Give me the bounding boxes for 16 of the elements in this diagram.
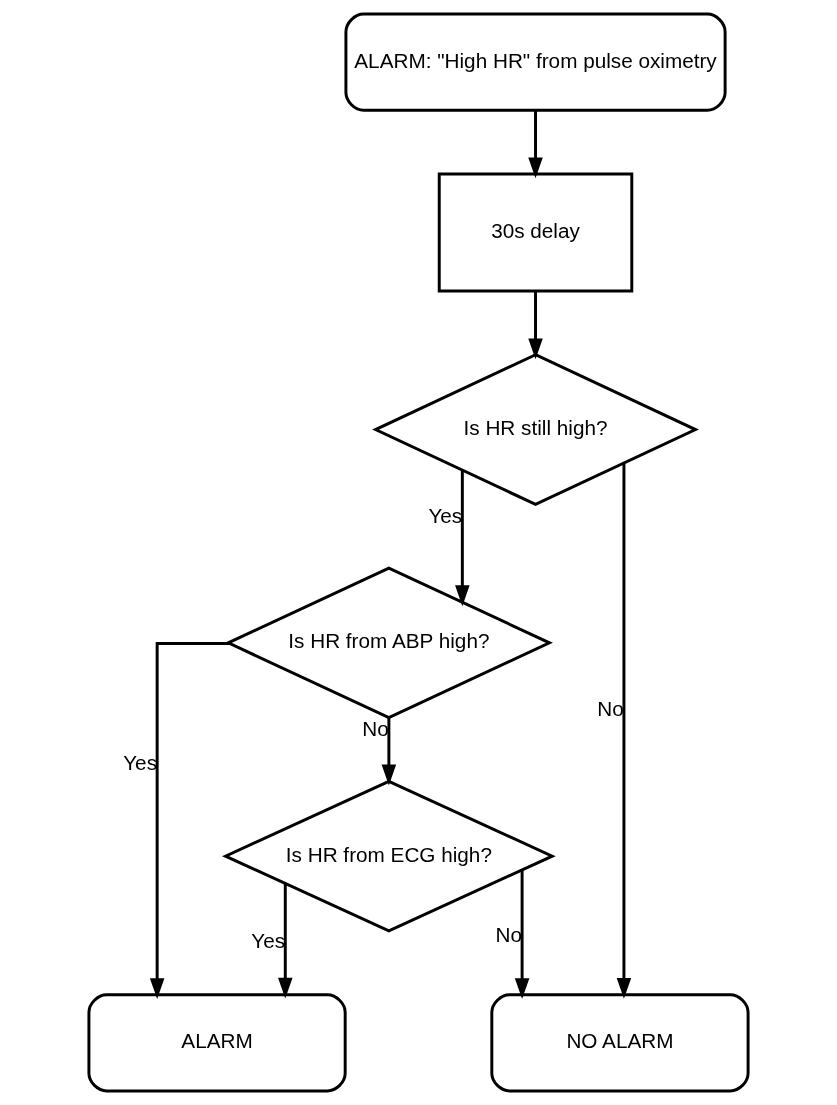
node-box: ALARM: "High HR" from pulse oximetry (344, 12, 727, 112)
node-box: 30s delay (437, 172, 634, 293)
node-box: NO ALARM (490, 993, 750, 1093)
edge-label: Yes (123, 750, 158, 774)
node-box: ALARM (87, 993, 347, 1093)
arrow (278, 883, 293, 999)
arrow (528, 110, 543, 179)
arrow (514, 870, 530, 999)
arrow (149, 642, 230, 1000)
edge-label: Yes (428, 503, 463, 527)
edge-label: No (597, 696, 624, 720)
arrow (455, 470, 470, 607)
arrow (528, 291, 543, 360)
arrow (616, 463, 632, 999)
arrow (381, 718, 397, 786)
node-diamond: Is HR still high? (372, 353, 699, 506)
